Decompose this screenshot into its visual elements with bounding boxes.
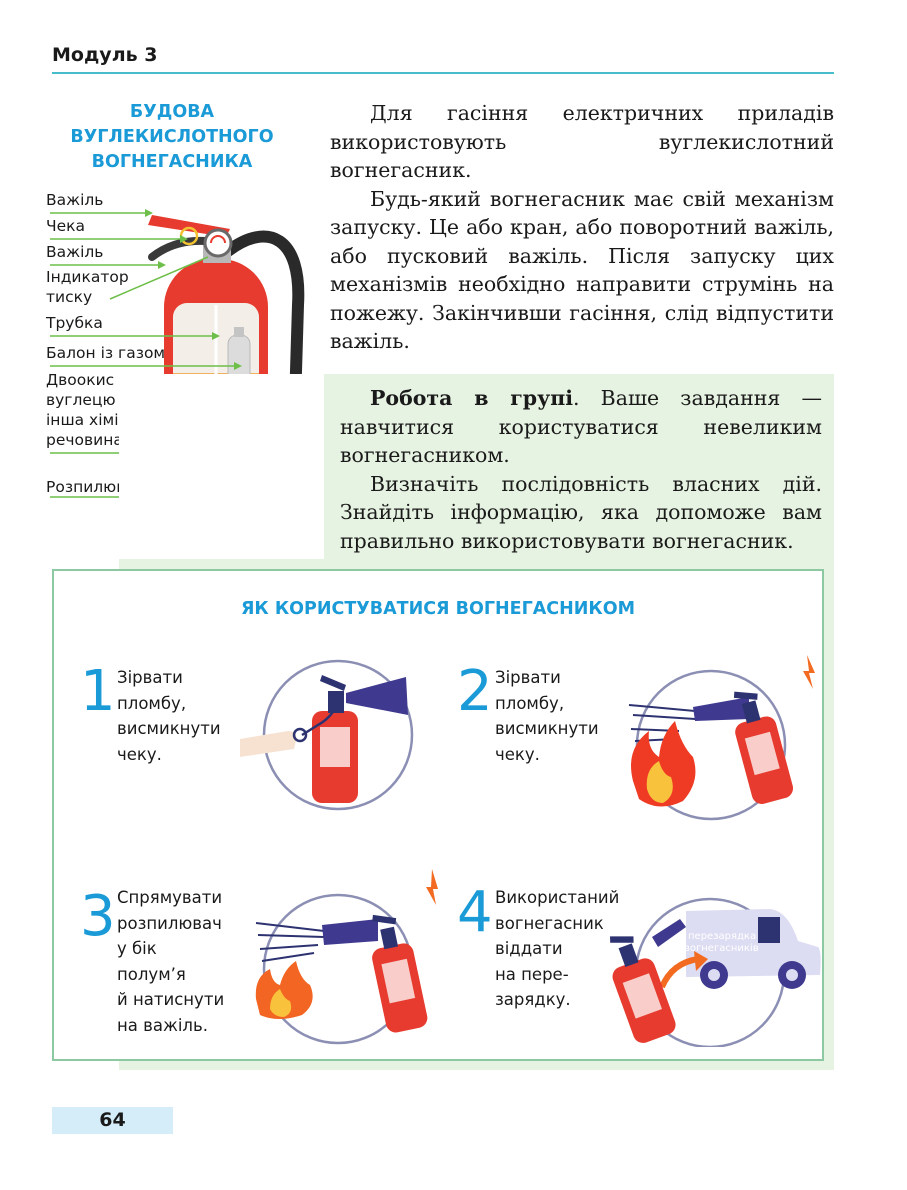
step-line: Спрямувати (117, 888, 223, 907)
step-1-illustration (240, 659, 414, 811)
group-task-text: . Ваше завдання — навчитися користуватис… (340, 386, 822, 467)
intro-paragraph-2: Будь-який вогнегасник має свій механізм … (330, 186, 834, 354)
step-line: висмикнути (495, 719, 599, 738)
label-agent-4: речовина (46, 431, 123, 449)
diagram-title-line: БУДОВА (129, 102, 215, 122)
step-line: віддати (495, 939, 563, 958)
label-lever-top: Важіль (46, 191, 104, 209)
hand-icon (240, 731, 297, 757)
step-line: чеку. (495, 744, 540, 764)
step-line: Зірвати (495, 668, 561, 687)
step-1-text: Зірвати пломбу, висмикнути чеку. (117, 665, 221, 767)
label-gauge-2: тиску (46, 288, 93, 306)
diagram-title: БУДОВА ВУГЛЕКИСЛОТНОГО ВОГНЕГАСНИКА (52, 100, 292, 175)
how-to-panel: ЯК КОРИСТУВАТИСЯ ВОГНЕГАСНИКОМ 1 Зірвати… (52, 569, 824, 1061)
flame-icon (255, 961, 313, 1019)
step-2-number: 2 (457, 659, 493, 724)
step-line: Використаний (495, 888, 620, 907)
step-4-illustration: перезарядка вогнегасників (610, 897, 821, 1047)
group-task-heading: Робота в групі (370, 386, 574, 410)
van-text-1: перезарядка (688, 931, 756, 942)
step-line: на пере- (495, 964, 569, 984)
exclamation-icon (803, 655, 815, 689)
step-line: зарядку. (495, 990, 571, 1009)
step-1-number: 1 (80, 659, 116, 724)
step-3-number: 3 (80, 884, 116, 949)
step-line: у бік (117, 939, 157, 958)
intro-paragraph-1: Для гасіння електричних приладів викорис… (330, 101, 834, 182)
exclamation-icon (426, 869, 438, 905)
step-line: полум’я (117, 964, 186, 984)
label-agent-1: Двоокис (46, 371, 115, 389)
step-line: чеку. (117, 744, 162, 764)
group-task-paragraph-1: Робота в групі. Ваше завдання — навчитис… (340, 384, 822, 470)
label-tube: Трубка (46, 314, 103, 332)
step-4-number: 4 (457, 880, 493, 945)
step-4-text: Використаний вогнегасник віддати на пере… (495, 885, 619, 1013)
module-title: Модуль 3 (52, 44, 158, 66)
how-to-title: ЯК КОРИСТУВАТИСЯ ВОГНЕГАСНИКОМ (240, 599, 636, 619)
van-text-2: вогнегасників (684, 942, 759, 954)
step-line: й натиснути (117, 990, 225, 1009)
header-divider (52, 72, 834, 74)
diagram-title-line: ВОГНЕГАСНИКА (91, 152, 253, 172)
step-line: розпилювач (117, 913, 222, 933)
step-3-text: Спрямувати розпилювач у бік полум’я й на… (117, 885, 224, 1038)
group-task-paragraph-2: Визначіть послідовність власних дій. Зна… (340, 471, 822, 553)
step-3-illustration (255, 869, 438, 1045)
step-line: пломбу, (117, 693, 187, 713)
step-line: вогнегасник (495, 913, 604, 933)
intro-text: Для гасіння електричних приладів викорис… (330, 99, 834, 356)
step-2-text: Зірвати пломбу, висмикнути чеку. (495, 665, 599, 767)
diagram-title-line: ВУГЛЕКИСЛОТНОГО (70, 127, 274, 147)
label-gauge-1: Індикатор (46, 268, 129, 286)
step-line: пломбу, (495, 693, 565, 713)
diagram-background (119, 374, 324, 559)
step-line: Зірвати (117, 668, 183, 687)
group-task: Робота в групі. Ваше завдання — навчитис… (340, 384, 822, 555)
step-2-illustration (628, 655, 815, 821)
van-icon: перезарядка вогнегасників (684, 909, 821, 989)
arrow-icon (659, 956, 699, 989)
step-line: висмикнути (117, 719, 221, 738)
page-number: 64 (99, 1109, 126, 1131)
step-line: на важіль. (117, 1015, 208, 1035)
page-number-background (52, 1107, 173, 1134)
label-pin: Чека (46, 217, 86, 235)
label-lever-bottom: Важіль (46, 243, 104, 261)
label-cylinder: Балон із газом (46, 344, 166, 362)
